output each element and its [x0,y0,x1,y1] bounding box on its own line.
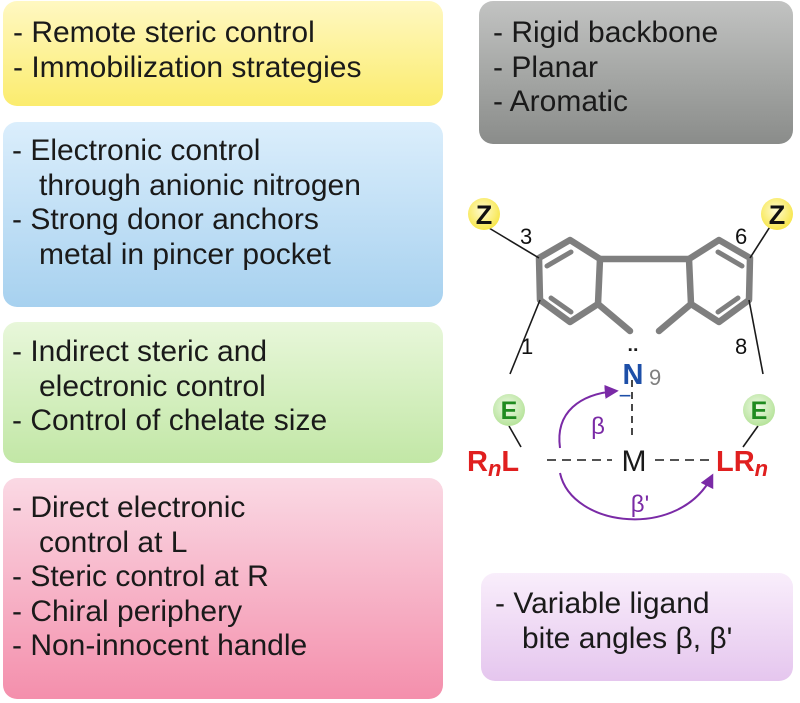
position-1-label: 1 [521,334,533,359]
backbone-box: - Rigid backbone - Planar - Aromatic [479,1,793,144]
r-left: R [467,446,488,478]
e-label-left: E [501,397,518,425]
box-line: - Immobilization strategies [13,50,362,84]
e-l-bond-left [508,425,522,448]
indirect-control-box: - Indirect steric and electronic control… [3,322,443,463]
nitrogen-label: N [623,359,644,391]
beta-prime-label: β' [631,491,649,518]
c3-z-bond [483,224,540,259]
box-line: - Variable ligand [495,587,710,620]
position-6-label: 6 [735,224,747,249]
box-line: - Electronic control [12,134,261,167]
e-l-bond-right [742,425,759,448]
box-line: - Aromatic [493,85,629,118]
l-left: L [501,446,519,478]
lrn-right-label: LRn [716,446,768,481]
z-substituent-left-circle [468,198,500,230]
electronic-control-box: - Electronic control through anionic nit… [3,122,443,307]
e-label-right: E [751,397,768,425]
box-line: - Indirect steric and [12,335,268,368]
box-line: through anionic nitrogen [39,168,361,202]
position-8-label: 8 [735,334,747,359]
box-line: electronic control [39,369,266,403]
box-line: - Planar [493,50,599,84]
bite-angle-box: - Variable ligand bite angles β, β' [481,573,793,681]
box-line: bite angles β, β' [522,621,733,655]
box-line: - Direct electronic [12,491,246,524]
l-right: L [716,446,734,478]
c8-e-bond [748,299,764,375]
direct-control-box: - Direct electronic control at L - Steri… [3,478,443,699]
position-3-label: 3 [520,224,532,249]
n-sub-right: n [755,456,768,481]
beta-angle-arrow [558,384,619,449]
rnl-left-label: RnL [467,446,519,481]
remote-steric-box: - Remote steric control - Immobilization… [3,1,443,106]
z-label-left: Z [476,200,493,230]
carbazole-backbone [535,236,754,335]
box-line: - Non-innocent handle [12,629,308,662]
e-group-left-circle [493,394,525,426]
box-line: - Strong donor anchors [12,203,319,236]
box-line: - Control of chelate size [12,404,328,437]
lone-pair-dots: ¨ [629,342,638,372]
e-group-right-circle [743,394,775,426]
beta-prime-angle-arrow [559,472,714,521]
box-line: - Remote steric control [13,16,315,49]
c1-e-bond [509,299,541,375]
metal-label: M [622,445,647,478]
position-9-label: 9 [649,365,661,390]
carbazole-pincer-structure: Z Z 3 6 1 8 9 N ¨ − E E RnL M LRn β β' [467,198,793,521]
r-right: R [734,446,755,478]
anionic-charge-label: − [619,383,632,408]
beta-label: β [591,413,605,440]
z-label-right: Z [769,200,786,230]
c6-z-bond [749,221,774,259]
box-line: metal in pincer pocket [39,237,331,271]
box-line: - Steric control at R [12,560,269,593]
n-sub-left: n [488,456,501,481]
box-line: - Rigid backbone [493,16,719,49]
box-line: - Chiral periphery [12,594,243,628]
z-substituent-right-circle [761,198,793,230]
box-line: control at L [39,525,188,559]
